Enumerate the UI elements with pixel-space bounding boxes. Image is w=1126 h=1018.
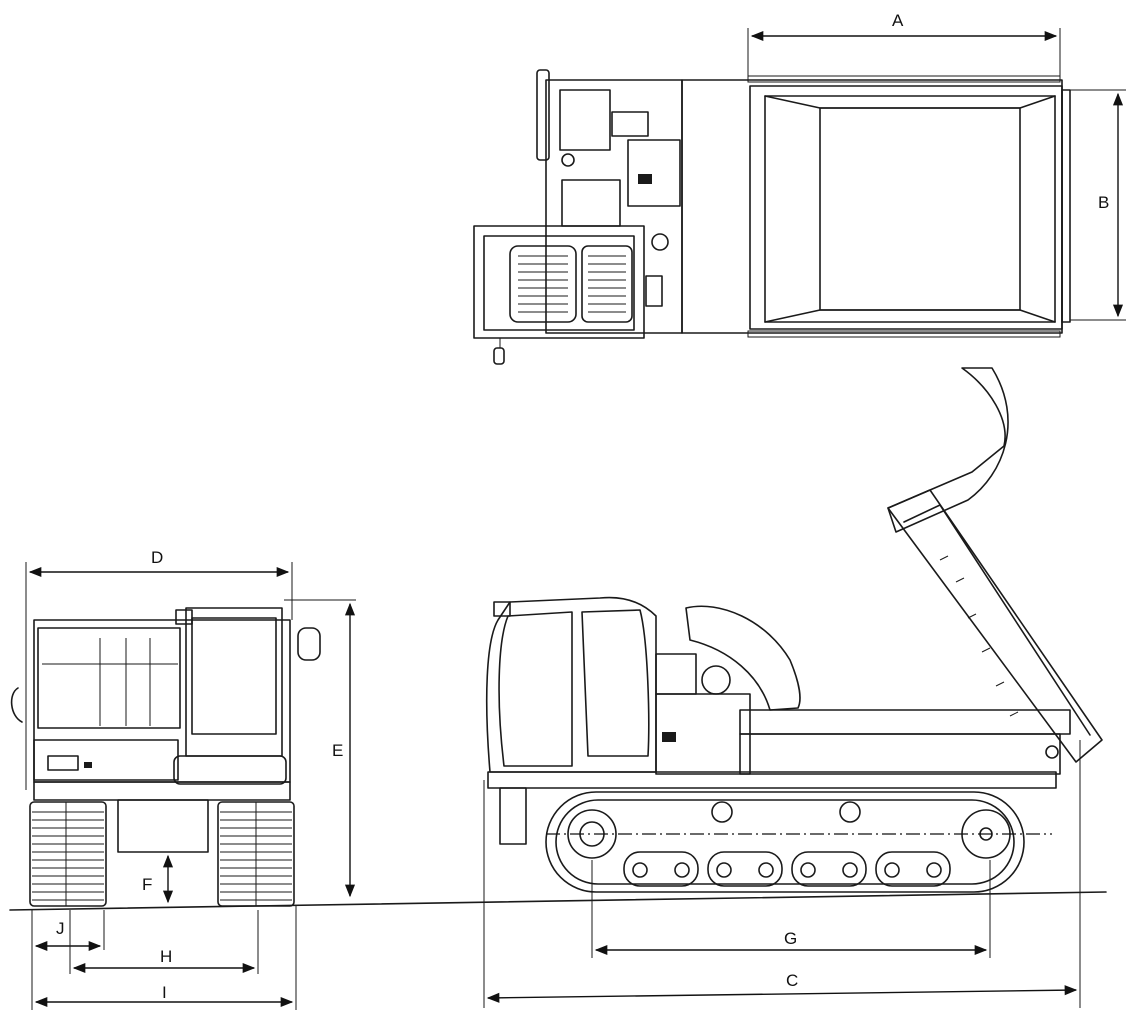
side-view-exhaust [701, 665, 731, 695]
top-view-bed-outline [681, 79, 1063, 334]
top-view-panel-3 [611, 111, 649, 137]
dimension-d-label: D [151, 548, 163, 567]
top-view-roof-vent [509, 245, 633, 323]
front-view-center-frame [117, 799, 209, 853]
top-view-panel-1 [559, 89, 611, 151]
side-view-bed-headboard [887, 367, 1009, 533]
top-view-cabin-roof [473, 225, 645, 339]
front-view-handrail [10, 687, 23, 723]
side-view-step [499, 787, 527, 845]
top-view-tank [561, 179, 621, 227]
dimension-labels: A B C D E F G H I J [56, 11, 1109, 1002]
side-view [485, 367, 1103, 893]
top-view-body [545, 79, 683, 334]
dimension-a-label: A [892, 11, 904, 30]
side-view-tank [655, 653, 697, 695]
ground-line [9, 891, 1107, 911]
top-view-seat-knob [651, 233, 669, 251]
top-view-bed-slopes [764, 95, 1056, 323]
side-view-bogie-rollers [623, 851, 951, 887]
dimension-g-label: G [784, 929, 797, 948]
front-view-lower-panel [33, 739, 179, 781]
front-view-left-window [37, 627, 181, 729]
side-view-door-window [581, 609, 650, 757]
top-view-cap [561, 153, 575, 167]
side-view-pivot [1045, 745, 1059, 759]
side-view-idler-wheel [567, 809, 617, 859]
top-view-handle [645, 275, 663, 307]
top-view-tailgate [1061, 89, 1071, 323]
side-view-carrier-roller-1 [711, 801, 733, 823]
front-view-track-right [217, 801, 295, 907]
side-view-fender [685, 605, 801, 711]
front-view-door-glass [191, 617, 277, 735]
side-view-frame [739, 733, 1061, 775]
top-view-bed-frame [749, 85, 1063, 330]
dimension-b-label: B [1098, 193, 1109, 212]
top-view-bed-floor [819, 107, 1021, 311]
side-view-windshield [498, 611, 573, 767]
top-view-track-upper [747, 75, 1061, 83]
front-view [10, 607, 321, 907]
top-view-cabin-inner [483, 235, 635, 331]
dimension-c-arrow [486, 985, 1078, 1003]
front-view-mirror [297, 627, 321, 661]
side-view-beacon [493, 601, 511, 617]
dimension-c-label: C [786, 971, 798, 990]
front-view-rail [173, 755, 287, 785]
dimension-j-label: J [56, 919, 65, 938]
front-view-window-bars [42, 638, 178, 726]
front-view-cab-frame [33, 619, 291, 783]
side-view-carrier-roller-2 [839, 801, 861, 823]
side-view-track-inner [555, 799, 1015, 885]
top-view-label-plate [638, 174, 652, 184]
side-view-deck [739, 709, 1071, 735]
dimension-lines [25, 28, 1126, 1010]
top-view-track-lower [747, 330, 1061, 338]
side-view-upper-frame [487, 771, 1057, 789]
front-view-plate [47, 755, 79, 771]
dimension-f-label: F [142, 875, 152, 894]
front-view-track-left [29, 801, 107, 907]
dimension-e-label: E [332, 741, 343, 760]
side-view-bed-inner [903, 504, 1091, 736]
top-view-bed-rim [764, 95, 1056, 323]
top-view-light [493, 347, 505, 365]
top-view-mirror [536, 69, 550, 161]
dimension-i-label: I [162, 983, 167, 1002]
top-view-panel-2 [627, 139, 681, 207]
top-view [473, 69, 1071, 365]
front-view-beacon [175, 609, 193, 625]
side-view-track [545, 791, 1025, 893]
dimension-h-label: H [160, 947, 172, 966]
side-view-bed-ribs [939, 555, 1019, 717]
